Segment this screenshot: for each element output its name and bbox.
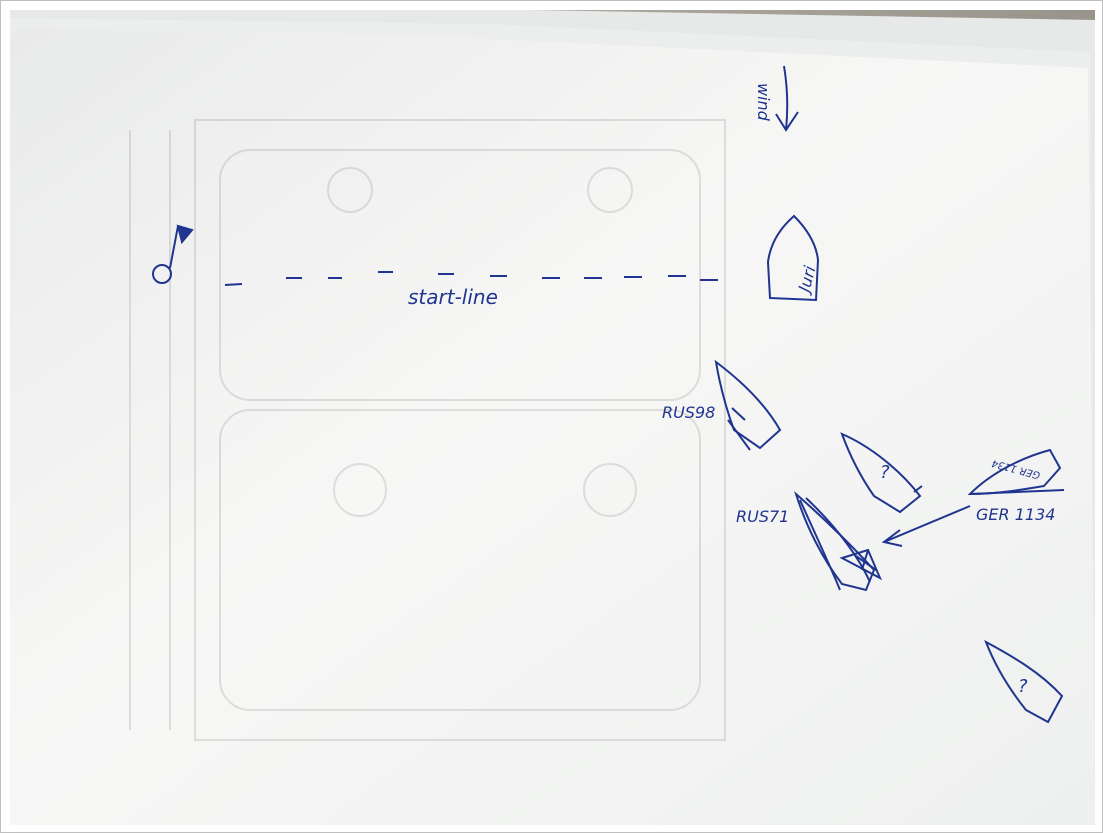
boat-rus98-label: RUS98 bbox=[662, 403, 715, 422]
start-line-label: start-line bbox=[408, 285, 498, 309]
sketch-canvas: wind start-line bbox=[10, 10, 1095, 825]
boat-ger-label: GER 1134 bbox=[976, 505, 1055, 524]
boat-rus71-label: RUS71 bbox=[736, 507, 789, 526]
boat-unknown-2-label: ? bbox=[1018, 676, 1028, 697]
paper-sheet bbox=[10, 28, 1095, 825]
boat-unknown-1-label: ? bbox=[880, 462, 890, 483]
photo: wind start-line bbox=[10, 10, 1095, 825]
wind-label: wind bbox=[754, 83, 773, 122]
